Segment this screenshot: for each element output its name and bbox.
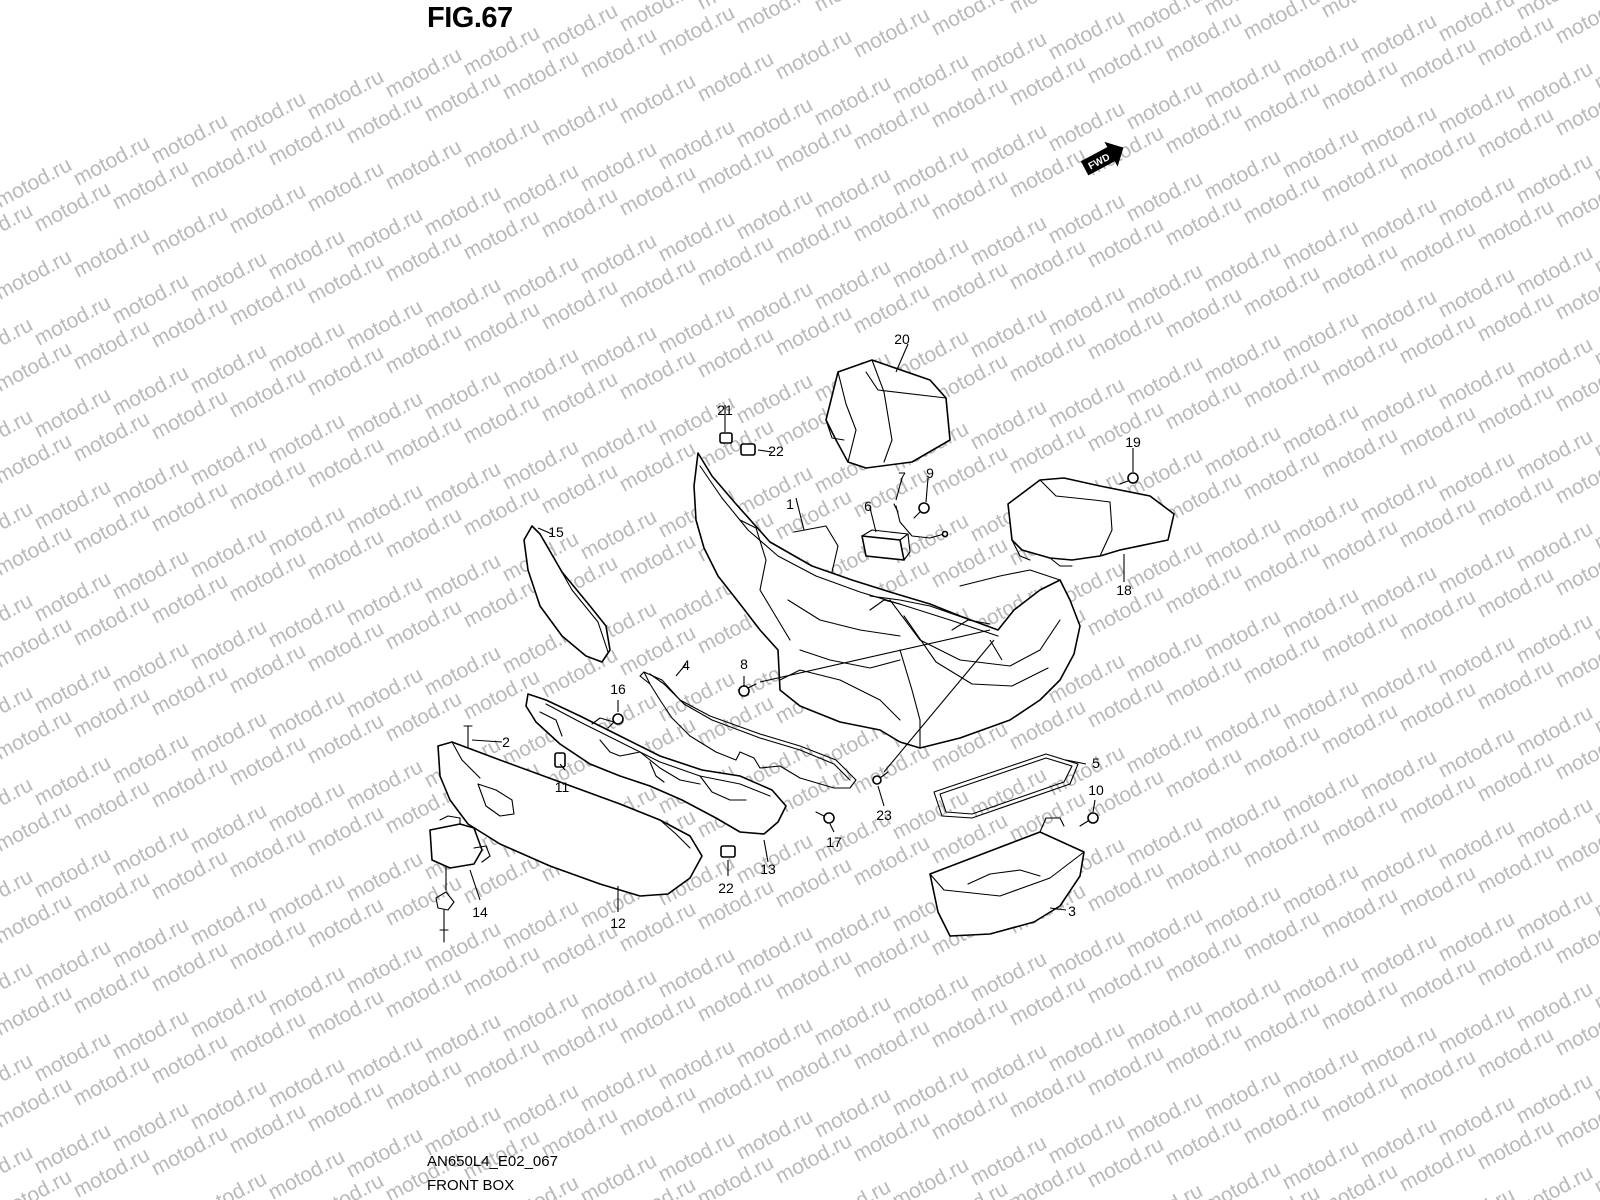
watermark-text: motod.ru	[1123, 1179, 1207, 1200]
watermark-text: motod.ru	[1591, 863, 1600, 922]
part-11-clip	[554, 752, 566, 768]
watermark-text: motod.ru	[538, 91, 622, 150]
callout-8: 8	[740, 656, 748, 672]
part-5-gasket	[933, 753, 1079, 819]
watermark-text: motod.ru	[70, 223, 154, 282]
part-19-screw	[1119, 472, 1139, 485]
watermark-text: motod.ru	[460, 113, 544, 172]
figure-name: FRONT BOX	[427, 1177, 515, 1194]
callout-17: 17	[826, 834, 842, 850]
part-1-front-box	[693, 452, 1081, 749]
part-12-lid	[437, 741, 703, 897]
part-7-wire	[893, 503, 949, 539]
part-15-side-panel	[523, 525, 611, 663]
part-16-screw	[607, 713, 624, 729]
part-14-lock-set	[429, 815, 491, 943]
watermark-text: motod.ru	[1591, 955, 1600, 1014]
callout-4: 4	[682, 657, 690, 673]
part-23-screw	[872, 771, 889, 785]
watermark-text: motod.ru	[1591, 35, 1600, 94]
part-17-screw	[815, 811, 835, 824]
watermark-text: motod.ru	[1513, 1161, 1597, 1200]
watermark-text: motod.ru	[1591, 403, 1600, 462]
watermark-text: motod.ru	[1591, 311, 1600, 370]
callout-16: 16	[610, 681, 626, 697]
watermark-text: motod.ru	[1591, 1139, 1600, 1198]
watermark-text: motod.ru	[1240, 0, 1324, 44]
watermark-text: motod.ru	[1591, 1047, 1600, 1106]
callout-2: 2	[502, 734, 510, 750]
watermark-text: motod.ru	[304, 157, 388, 216]
callout-20: 20	[894, 331, 910, 347]
callout-6: 6	[864, 498, 872, 514]
callout-18: 18	[1116, 582, 1132, 598]
watermark-text: motod.ru	[694, 47, 778, 106]
part-4-seal	[639, 671, 857, 789]
callout-14: 14	[472, 904, 488, 920]
part-6-block	[861, 529, 911, 561]
watermark-text: motod.ru	[811, 1175, 895, 1200]
watermark-text: motod.ru	[1552, 0, 1600, 48]
callout-21: 21	[717, 402, 733, 418]
part-21-clip	[719, 432, 733, 444]
part-10-screw	[1079, 812, 1099, 827]
watermark-text: motod.ru	[1318, 0, 1402, 22]
watermark-text: motod.ru	[0, 245, 76, 304]
callout-10: 10	[1088, 782, 1104, 798]
callout-11: 11	[555, 779, 570, 795]
figure-title: FIG.67	[427, 2, 513, 34]
part-9-screw	[913, 502, 930, 519]
callout-1: 1	[786, 496, 794, 512]
watermark-text: motod.ru	[148, 201, 232, 260]
callout-5: 5	[1092, 755, 1100, 771]
watermark-text: motod.ru	[1591, 219, 1600, 278]
watermark-text: motod.ru	[226, 179, 310, 238]
watermark-text: motod.ru	[1435, 1183, 1519, 1200]
callout-13: 13	[760, 861, 776, 877]
watermark-text: motod.ru	[1591, 587, 1600, 646]
callout-19: 19	[1125, 434, 1141, 450]
watermark-text: motod.ru	[1006, 0, 1090, 18]
watermark-text: motod.ru	[850, 3, 934, 62]
callout-15: 15	[548, 524, 564, 540]
part-22-nut-upper	[740, 443, 756, 456]
callout-23: 23	[876, 807, 892, 823]
watermark-text: motod.ru	[187, 1167, 271, 1200]
watermark-text: motod.ru	[1201, 1157, 1285, 1200]
watermark-text: motod.ru	[616, 69, 700, 128]
watermark-text: motod.ru	[811, 0, 895, 16]
watermark-text: motod.ru	[1591, 127, 1600, 186]
watermark-text: motod.ru	[1591, 679, 1600, 738]
watermark-text: motod.ru	[382, 135, 466, 194]
watermark-text: motod.ru	[1591, 495, 1600, 554]
callout-12: 12	[610, 915, 626, 931]
callout-22a: 22	[768, 443, 784, 459]
leader-lines	[469, 343, 1134, 912]
part-3-tray	[929, 817, 1085, 937]
part-18-inner-cover	[1007, 477, 1175, 567]
watermark-text: motod.ru	[577, 1149, 661, 1200]
callout-9: 9	[926, 465, 934, 481]
watermark-text: motod.ru	[772, 25, 856, 84]
callout-3: 3	[1068, 903, 1076, 919]
watermark-text: motod.ru	[733, 0, 817, 38]
watermark-text: motod.ru	[1591, 771, 1600, 830]
watermark-text: motod.ru	[928, 0, 1012, 40]
callout-22b: 22	[718, 880, 734, 896]
callout-7: 7	[898, 469, 906, 485]
figure-code: AN650L4_E02_067	[427, 1153, 558, 1170]
part-13-frame	[525, 693, 787, 835]
callouts: 1 2 3 4 5 6 7 8 9 10 11 12 13 14 15 16 1…	[472, 331, 1141, 931]
watermark-text: motod.ru	[889, 1153, 973, 1200]
part-20-inner-cover	[825, 359, 951, 469]
part-22-nut-lower	[720, 845, 736, 858]
